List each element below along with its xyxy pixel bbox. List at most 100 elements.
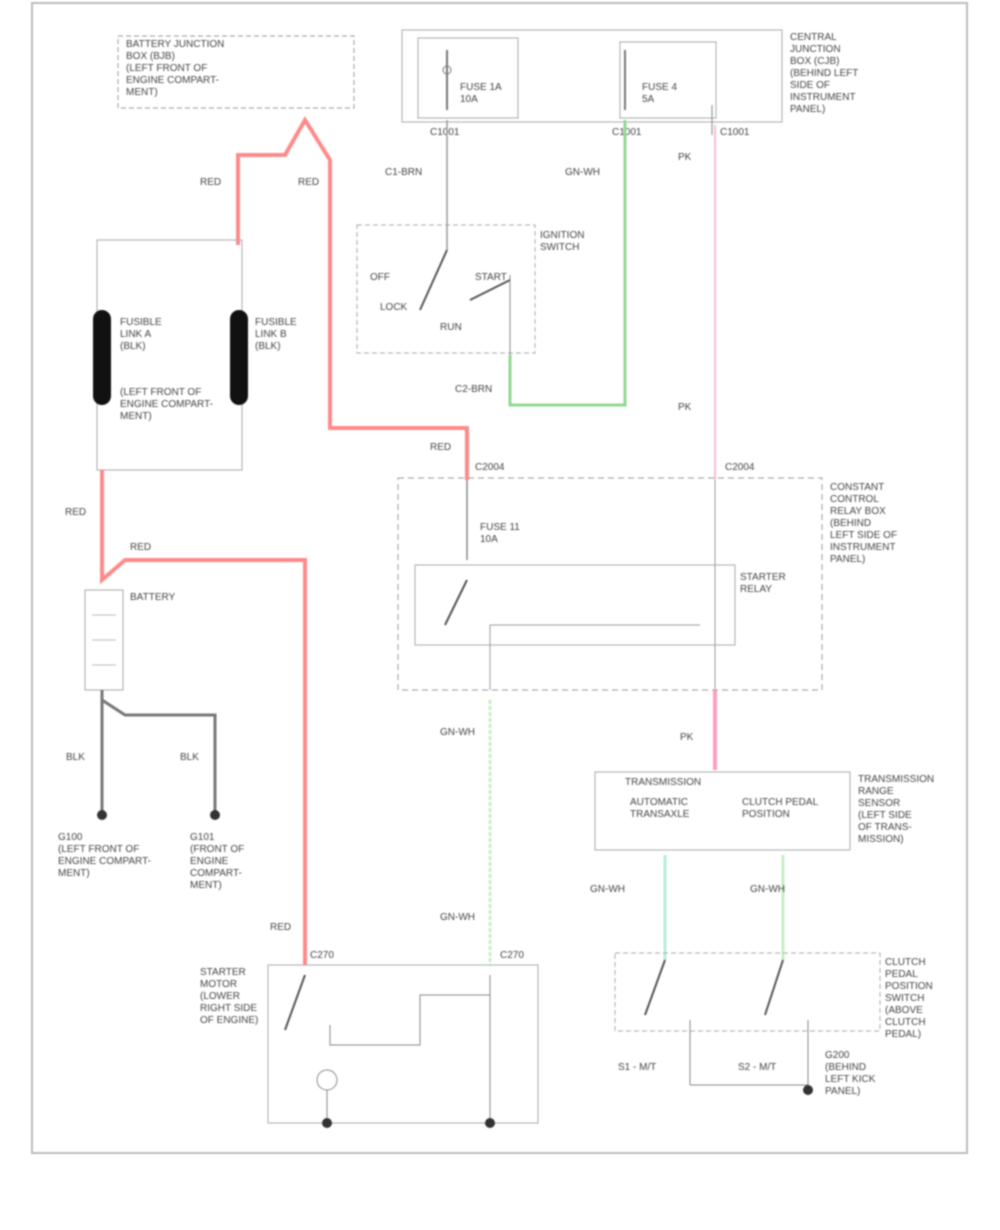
fusible-link-a — [93, 310, 111, 405]
trs-wire-label-b: GN-WH — [750, 884, 785, 895]
fusible-b-label-2: LINK B — [255, 329, 287, 340]
starter-label-2: MOTOR — [200, 979, 237, 990]
wire-red-battery — [100, 470, 307, 965]
relay-box-label-1: CONSTANT — [830, 482, 884, 493]
cjb-side-7: PANEL) — [790, 104, 825, 115]
relay-box-label-2: CONTROL — [830, 494, 879, 505]
starter-label-1: STARTER — [200, 967, 246, 978]
relay-box-label-6: INSTRUMENT — [830, 542, 896, 553]
ground-note-3: LEFT KICK — [825, 1074, 876, 1085]
blk-label-b: BLK — [180, 752, 199, 763]
battery — [84, 589, 124, 691]
starter-wire-label: GN-WH — [440, 727, 475, 738]
trs-side-2: RANGE — [858, 786, 894, 797]
switch-pos-run: RUN — [440, 322, 462, 333]
clutch-contact-a — [644, 959, 666, 1016]
starter-label-5: OF ENGINE) — [200, 1015, 258, 1026]
starter-solenoid-contact — [284, 974, 306, 1031]
ground-note-4: PANEL) — [825, 1086, 860, 1097]
clutch-label-3: POSITION — [885, 981, 933, 992]
relay-contact — [444, 579, 468, 626]
clutch-label-7: PEDAL) — [885, 1029, 921, 1040]
fuse-b-enclosure — [619, 41, 717, 119]
ground-a-4: MENT) — [58, 868, 90, 879]
clutch-contact-b — [764, 959, 784, 1016]
ground-note-2: (BEHIND — [825, 1062, 866, 1073]
connector-label-a: C1001 — [430, 127, 460, 138]
ground-b-4: COMPART- — [190, 868, 242, 879]
red-wire-label-b: RED — [298, 177, 319, 188]
fuse-a-amp: 10A — [460, 94, 478, 105]
wire-green-start-signal — [508, 120, 627, 407]
relay-conn-label-a: C2004 — [475, 462, 505, 473]
trs-side-1: TRANSMISSION — [858, 774, 934, 785]
bjb-label-2: BOX (BJB) — [126, 51, 175, 62]
red-wire-label-a: RED — [200, 177, 221, 188]
clutch-label-6: CLUTCH — [885, 1017, 926, 1028]
red-wire-label-c: RED — [430, 442, 451, 453]
ground-b-2: (FRONT OF — [190, 844, 244, 855]
ground-symbol-a — [97, 810, 107, 820]
starter-conn-label-b: C270 — [500, 950, 524, 961]
ground-b-5: MENT) — [190, 880, 222, 891]
ground-b-1: G101 — [190, 832, 215, 843]
trs-left-2: TRANSAXLE — [630, 809, 690, 820]
fusible-a-label-1: FUSIBLE — [120, 317, 162, 328]
fuse-b-label: FUSE 4 — [642, 82, 677, 93]
ground-symbol-b — [210, 810, 220, 820]
starter-ground-symbol-a — [322, 1118, 332, 1128]
central-junction-box — [401, 29, 783, 123]
ignition-switch-label-1: IGNITION — [540, 230, 584, 241]
fusible-a-label-5: ENGINE COMPART- — [120, 399, 213, 410]
ignition-switch-box — [356, 224, 536, 354]
cjb-side-2: JUNCTION — [790, 44, 841, 55]
diagram-frame — [31, 2, 968, 1154]
ignition-switch-contact — [419, 249, 448, 311]
red-wire-label-e: RED — [130, 542, 151, 553]
clutch-switch-box — [614, 952, 881, 1032]
fuse-a-dot — [442, 65, 452, 75]
cjb-side-6: INSTRUMENT — [790, 92, 856, 103]
relay-conn-label-b: C2004 — [725, 462, 755, 473]
ground-b-3: ENGINE — [190, 856, 229, 867]
starter-motor-box — [267, 964, 539, 1124]
fuse-c-label: FUSE 11 — [480, 522, 520, 533]
red-wire-label-f: RED — [270, 922, 291, 933]
ground-a-3: ENGINE COMPART- — [58, 856, 151, 867]
fuse-b-amp: 5A — [642, 94, 655, 105]
bjb-label-5: MENT) — [126, 87, 158, 98]
pink-wire-label-top: PK — [678, 152, 692, 163]
trs-left-1: AUTOMATIC — [630, 797, 688, 808]
fusible-b-label-1: FUSIBLE — [255, 317, 297, 328]
bottom-right-label: S2 - M/T — [738, 1062, 776, 1073]
trs-side-5: OF TRANS- — [858, 822, 912, 833]
ignition-wire-label: C1-BRN — [385, 167, 422, 178]
switch-pos-off: OFF — [370, 272, 390, 283]
pink-wire-label-mid: PK — [678, 402, 692, 413]
connector-label-b: C1001 — [612, 127, 642, 138]
trs-side-4: (LEFT SIDE — [858, 810, 912, 821]
starter-conn-label-a: C270 — [310, 950, 334, 961]
trs-side-3: SENSOR — [858, 798, 900, 809]
wire-red-main — [236, 116, 469, 480]
switch-pos-start: START — [475, 272, 507, 283]
ground-a-1: G100 — [58, 832, 83, 843]
starter-ground-symbol-b — [485, 1118, 495, 1128]
fusible-a-label-2: LINK A — [120, 329, 151, 340]
bjb-label-1: BATTERY JUNCTION — [126, 39, 224, 50]
starter-motor-symbol — [316, 1069, 338, 1091]
fuse-a-label: FUSE 1A — [460, 82, 502, 93]
start-wire-label: C2-BRN — [455, 384, 492, 395]
connector-label-c: C1001 — [720, 127, 750, 138]
bjb-label-3: (LEFT FRONT OF — [126, 63, 207, 74]
relay-box-label-7: PANEL) — [830, 554, 865, 565]
fusible-a-label-3: (BLK) — [120, 341, 146, 352]
relay-box-label-5: LEFT SIDE OF — [830, 530, 897, 541]
cjb-side-4: (BEHIND LEFT — [790, 68, 858, 79]
starter-label-3: (LOWER — [200, 991, 240, 1002]
ground-a-2: (LEFT FRONT OF — [58, 844, 139, 855]
cjb-side-5: SIDE OF — [790, 80, 830, 91]
start-contact — [469, 279, 511, 301]
clutch-label-2: PEDAL — [885, 969, 918, 980]
ground-note-1: G200 — [825, 1050, 850, 1061]
